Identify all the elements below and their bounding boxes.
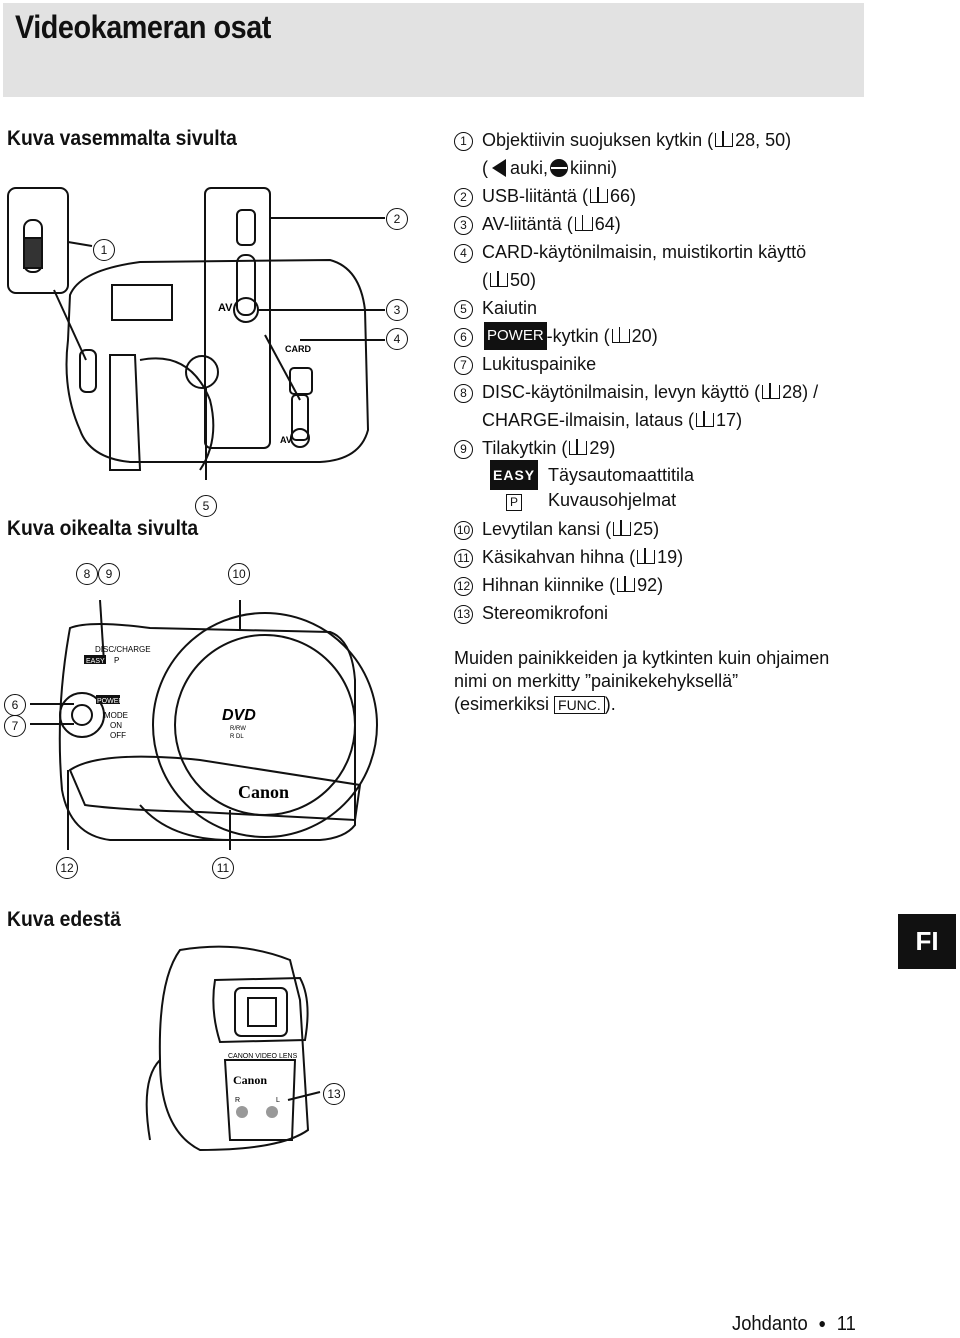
legend-item: 3 AV-liitäntä ( 64): [454, 210, 874, 238]
mode-easy: EASY Täysautomaattitila: [454, 459, 874, 490]
svg-text:DISC/CHARGE: DISC/CHARGE: [95, 645, 151, 654]
book-icon: [590, 187, 609, 203]
legend-item-cont: ( auki, kiinni): [482, 158, 618, 178]
svg-text:DVD: DVD: [222, 707, 256, 724]
svg-text:R: R: [235, 1097, 240, 1104]
book-icon: [490, 271, 508, 287]
cover-closed-icon: [550, 159, 569, 177]
book-icon: [611, 327, 630, 343]
callout-7: 7: [4, 715, 26, 737]
page-footer: Johdanto ● 11: [732, 1313, 856, 1336]
language-tab: FI: [898, 914, 956, 969]
legend-item: 9 Tilakytkin ( 29): [454, 434, 874, 462]
legend-item: 13 Stereomikrofoni: [454, 599, 874, 627]
legend-item-cont: CHARGE-ilmaisin, lataus ( 17): [482, 410, 743, 430]
power-label: POWER: [484, 322, 547, 350]
program-icon: P: [506, 493, 522, 511]
svg-text:EASY: EASY: [86, 658, 105, 665]
button-frame-note: Muiden painikkeiden ja kytkinten kuin oh…: [454, 648, 830, 714]
book-icon: [696, 411, 715, 427]
svg-text:AV: AV: [218, 302, 233, 314]
legend-item-cont: ( 50): [482, 270, 537, 290]
camera-front-diagram: CANON VIDEO LENS Canon R L: [145, 945, 321, 1152]
callout-3: 3: [386, 299, 408, 321]
svg-text:MODE: MODE: [104, 711, 128, 720]
page-title: Videokameran osat: [15, 9, 271, 45]
item-text: Objektiivin suojuksen kytkin (: [482, 130, 714, 150]
camera-right-side-diagram: DISC/CHARGE EASY P POWER MODE ON OFF DVD…: [30, 600, 378, 850]
svg-text:P: P: [114, 656, 119, 665]
book-icon: [569, 439, 588, 455]
mode-program: P Kuvausohjelmat: [454, 487, 874, 512]
camera-left-side-diagram: AV CARD AV: [7, 187, 385, 480]
legend-item: 4 CARD-käytönilmaisin, muistikortin käyt…: [454, 238, 874, 266]
header-band: Videokameran osat: [3, 3, 864, 97]
legend-item: 6 POWER-kytkin ( 20): [454, 322, 874, 350]
callout-13: 13: [323, 1083, 345, 1105]
svg-text:OFF: OFF: [110, 731, 126, 740]
book-icon: [574, 215, 593, 231]
legend-item: 1 Objektiivin suojuksen kytkin ( 28, 50): [454, 126, 874, 154]
callout-6: 6: [4, 694, 26, 716]
book-icon: [715, 131, 734, 147]
callout-11: 11: [212, 857, 234, 879]
svg-text:L: L: [276, 1097, 280, 1104]
callout-5: 5: [195, 495, 217, 517]
item-number: 1: [454, 126, 482, 154]
section-title-right: Kuva oikealta sivulta: [7, 517, 199, 540]
book-icon: [762, 383, 781, 399]
legend-item: 10 Levytilan kansi ( 25): [454, 515, 874, 543]
parts-legend: 1 Objektiivin suojuksen kytkin ( 28, 50)…: [454, 126, 874, 627]
footer-section: Johdanto: [732, 1313, 808, 1335]
svg-text:Canon: Canon: [238, 782, 289, 802]
legend-item: 11 Käsikahvan hihna ( 19): [454, 543, 874, 571]
svg-text:POWER: POWER: [97, 698, 123, 705]
callout-8: 8: [76, 563, 98, 585]
callout-12: 12: [56, 857, 78, 879]
svg-text:ON: ON: [110, 721, 122, 730]
bullet-icon: ●: [818, 1315, 827, 1331]
callout-9: 9: [98, 563, 120, 585]
svg-text:CARD: CARD: [285, 344, 311, 354]
callout-4: 4: [386, 328, 408, 350]
section-title-front: Kuva edestä: [7, 908, 121, 931]
func-button-label: FUNC.: [554, 696, 605, 714]
callout-10: 10: [228, 563, 250, 585]
cover-open-icon: [492, 159, 506, 177]
svg-text:CANON VIDEO LENS: CANON VIDEO LENS: [228, 1053, 298, 1060]
callout-1: 1: [93, 239, 115, 261]
legend-item: 12 Hihnan kiinnike ( 92): [454, 571, 874, 599]
legend-item: 5 Kaiutin: [454, 294, 874, 322]
callout-2: 2: [386, 208, 408, 230]
legend-item: 7 Lukituspainike: [454, 350, 874, 378]
svg-text:AV: AV: [280, 435, 292, 445]
legend-item: 8 DISC-käytönilmaisin, levyn käyttö ( 28…: [454, 378, 874, 406]
book-icon: [617, 576, 636, 592]
section-title-left: Kuva vasemmalta sivulta: [7, 127, 237, 150]
page-ref: 28, 50): [735, 130, 792, 150]
page-number: 11: [836, 1313, 856, 1335]
svg-text:R/RW: R/RW: [230, 726, 246, 732]
svg-text:R DL: R DL: [230, 734, 244, 740]
svg-text:Canon: Canon: [233, 1073, 267, 1087]
legend-item: 2 USB-liitäntä ( 66): [454, 182, 874, 210]
book-icon: [637, 548, 656, 564]
book-icon: [613, 520, 632, 536]
easy-icon: EASY: [490, 459, 539, 490]
